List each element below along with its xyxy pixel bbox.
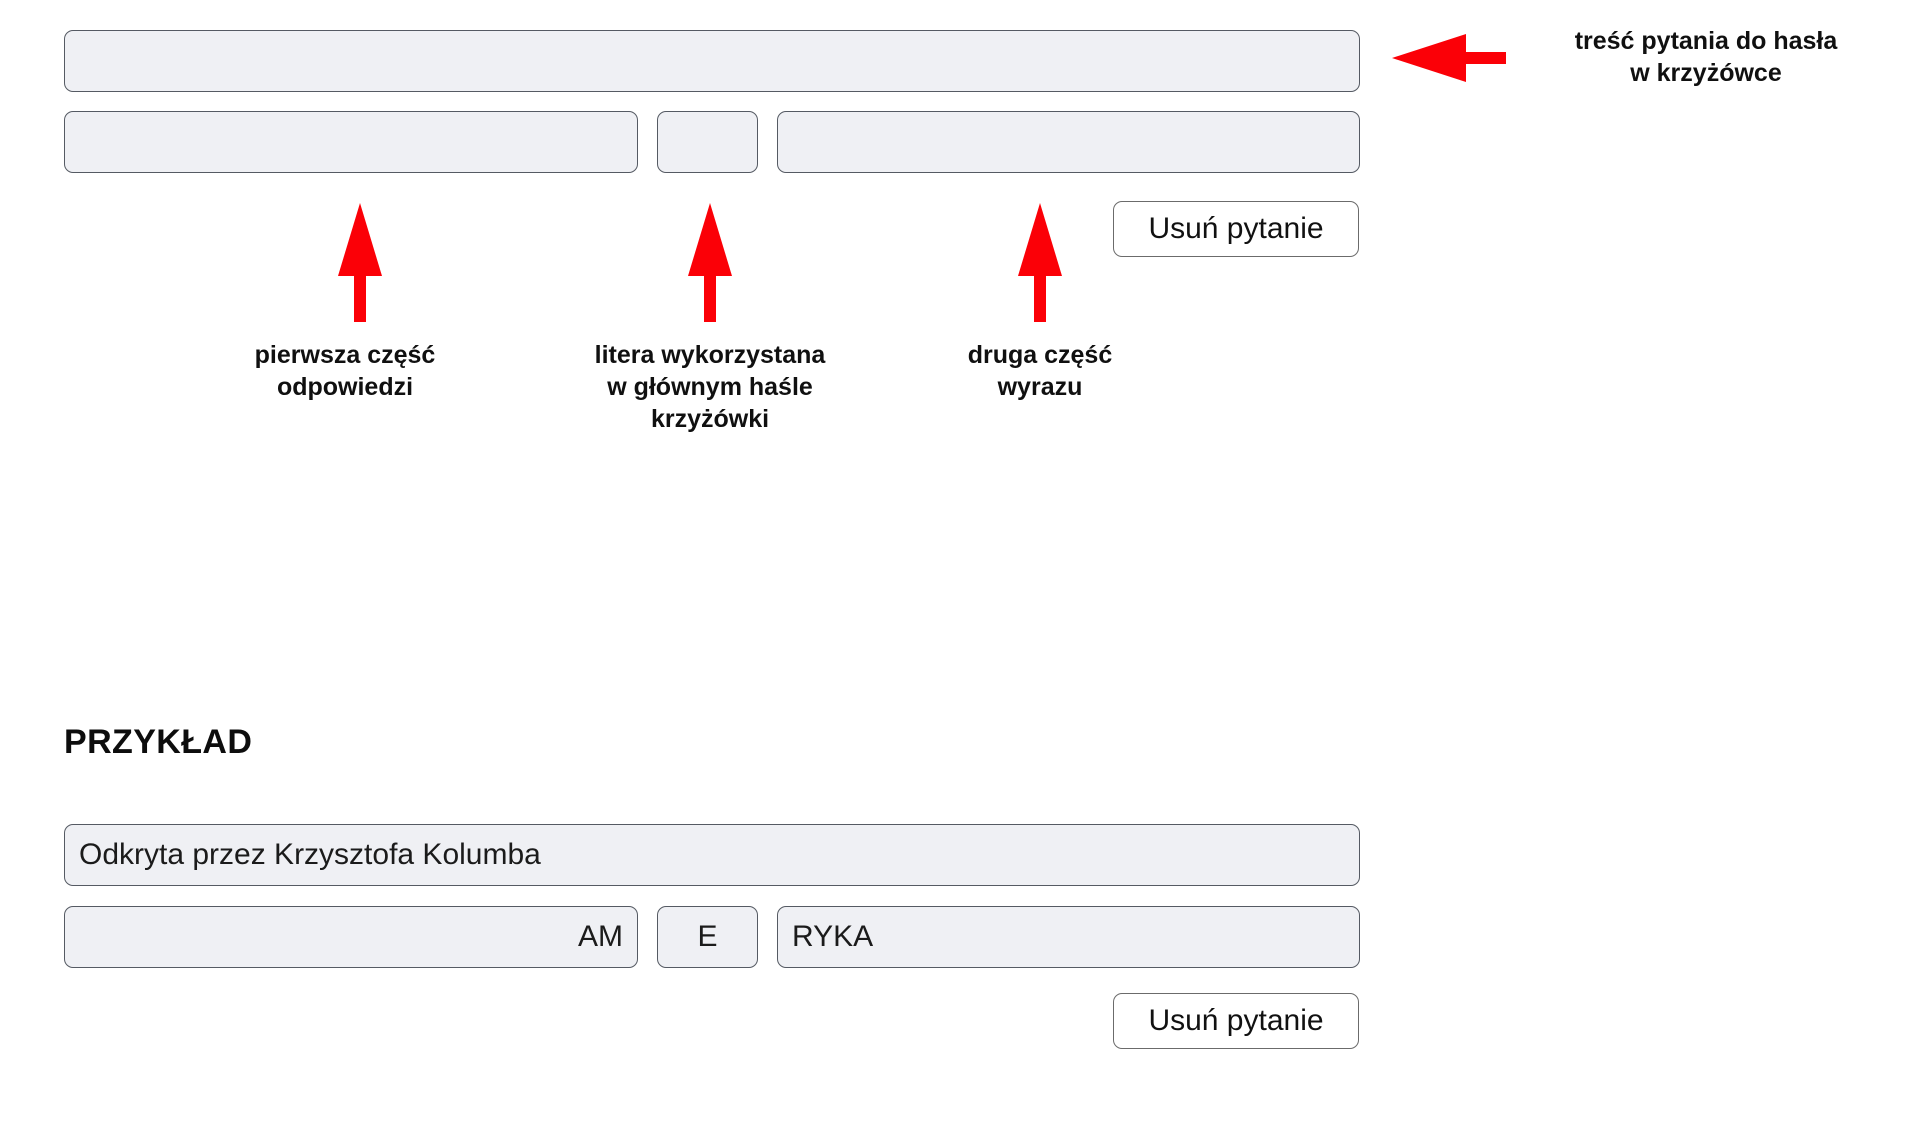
arrow-up-icon (338, 203, 382, 322)
annotation-answer-part2: druga część wyrazu (967, 341, 1113, 401)
example-answer-letter-field[interactable]: E (657, 906, 758, 968)
arrow-left-icon (1392, 34, 1506, 82)
arrow-up-icon (1018, 203, 1062, 322)
arrow-up-icon (688, 203, 732, 322)
annotation-question-text: treść pytania do hasła w krzyżówce (1574, 27, 1838, 87)
answer-letter-field[interactable] (657, 111, 758, 173)
example-section-heading: PRZYKŁAD (64, 723, 253, 761)
delete-question-button[interactable]: Usuń pytanie (1113, 201, 1359, 257)
example-question-text-field[interactable]: Odkryta przez Krzysztofa Kolumba (64, 824, 1360, 886)
question-text-field[interactable] (64, 30, 1360, 92)
annotation-answer-part1: pierwsza część odpowiedzi (254, 341, 436, 401)
answer-part2-field[interactable] (777, 111, 1360, 173)
answer-part1-field[interactable] (64, 111, 638, 173)
annotation-answer-letter: litera wykorzystana w głównym haśle krzy… (594, 341, 826, 433)
example-answer-part1-field[interactable]: AM (64, 906, 638, 968)
example-delete-question-button[interactable]: Usuń pytanie (1113, 993, 1359, 1049)
example-answer-part2-field[interactable]: RYKA (777, 906, 1360, 968)
